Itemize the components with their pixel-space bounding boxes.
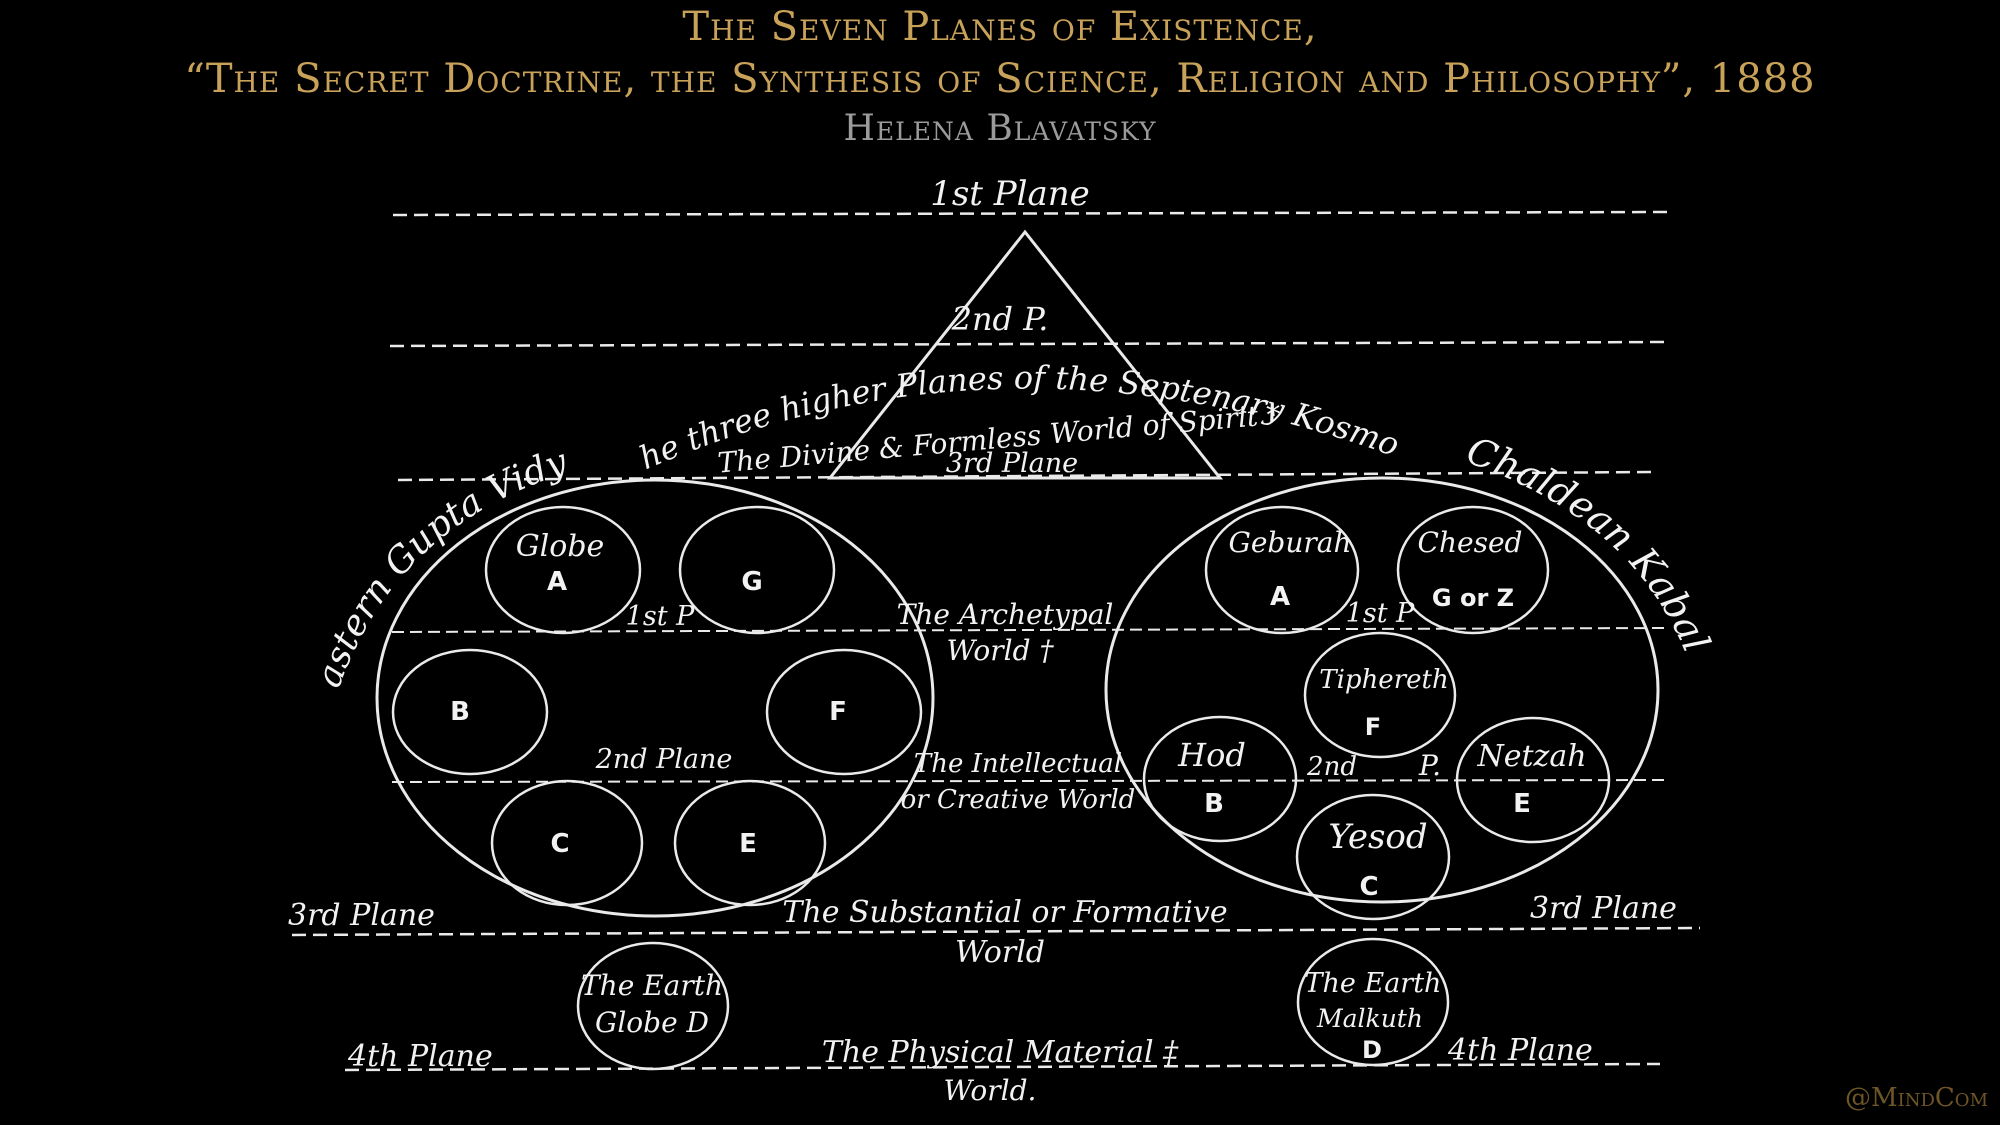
right-earth-globe: The Earth Malkuth D [1296, 937, 1450, 1067]
globe-b-letter: B [450, 697, 470, 727]
plane-1-line [392, 210, 1671, 217]
right-first-p-label: 1st P [1346, 598, 1415, 629]
plane-4-line [344, 1062, 1661, 1072]
physical-world-label: The Physical Material ‡ [822, 1035, 1179, 1070]
globe-a: Globe A [484, 505, 642, 635]
globe-g: G [678, 505, 836, 635]
right-third-plane-label: 3rd Plane [1530, 891, 1677, 926]
globe-e-circle [673, 779, 827, 907]
malkuth-letter: D [1362, 1036, 1382, 1064]
geburah-sephira: Geburah A [1204, 505, 1360, 635]
globe-c-letter: C [550, 829, 569, 859]
plane-3-top-label: 3rd Plane [946, 448, 1078, 479]
yesod-letter: C [1359, 872, 1378, 902]
tiphereth-label: Tiphereth [1319, 665, 1448, 695]
archetypal-world-label: The Archetypal [897, 598, 1114, 631]
geburah-circle [1204, 505, 1360, 635]
right-p-label: P. [1418, 749, 1441, 782]
globe-f-circle [765, 648, 923, 776]
intellectual-world-label-2: or Creative World [901, 785, 1136, 815]
left-earth-globe: The Earth Globe D [576, 941, 730, 1071]
globe-b: B [391, 648, 549, 776]
geburah-label: Geburah [1228, 526, 1351, 559]
author-name: Helena Blavatsky [843, 108, 1157, 149]
plane-1-label: 1st Plane [930, 174, 1090, 214]
globe-b-circle [391, 648, 549, 776]
chaldean-kabala-label: Chaldean Kabala [0, 0, 1718, 658]
globe-e: E [673, 779, 827, 907]
left-fourth-plane-label: 4th Plane [347, 1039, 493, 1074]
chesed-label: Chesed [1418, 526, 1523, 559]
plane-2-line [389, 340, 1669, 348]
plane-3-bottom-line [291, 926, 1701, 937]
globe-f-letter: F [829, 697, 847, 727]
globe-g-letter: G [741, 567, 762, 597]
globe-g-circle [678, 505, 836, 635]
globe-a-circle [484, 505, 642, 635]
left-earth-circle [576, 941, 730, 1071]
hod-circle [1142, 715, 1298, 843]
left-earth-globe-label: Globe D [595, 1006, 709, 1039]
yesod-label: Yesod [1328, 817, 1427, 857]
intellectual-line [391, 779, 1667, 783]
globe-a-letter: A [547, 567, 567, 597]
globe-c: C [490, 779, 644, 907]
globe-e-letter: E [739, 829, 757, 859]
netzah-letter: E [1513, 789, 1531, 819]
tiphereth-circle [1303, 631, 1457, 759]
yesod-circle [1295, 793, 1451, 921]
chaldean-kabala-text: Chaldean Kabala [0, 0, 1718, 658]
kabala-system-circle [1104, 476, 1660, 904]
left-second-plane-label: 2nd Plane [595, 744, 733, 775]
substantial-world-label: The Substantial or Formative [782, 895, 1227, 930]
left-earth-label: The Earth [581, 969, 723, 1002]
page-title: The Seven Planes of Existence, [682, 4, 1318, 50]
plane-3-top-line [397, 470, 1659, 482]
right-earth-label: The Earth [1305, 968, 1442, 999]
globe-c-circle [490, 779, 644, 907]
geburah-letter: A [1270, 582, 1290, 612]
right-fourth-plane-label: 4th Plane [1447, 1033, 1593, 1068]
netzah-sephira: Netzah E [1455, 716, 1611, 844]
watermark: @MindCom [1845, 1083, 1988, 1113]
right-second-label: 2nd [1306, 752, 1357, 782]
right-earth-circle [1296, 937, 1450, 1067]
page-subtitle: “The Secret Doctrine, the Synthesis of S… [184, 56, 1816, 102]
netzah-circle [1455, 716, 1611, 844]
chesed-circle [1396, 505, 1550, 635]
archetypal-line [391, 627, 1667, 633]
hod-letter: B [1204, 789, 1224, 819]
malkuth-label: Malkuth [1316, 1004, 1423, 1033]
plane-2-short-label: 2nd P. [951, 300, 1049, 338]
intellectual-world-label: The Intellectual [914, 749, 1122, 779]
tiphereth-sephira: Tiphereth F [1303, 631, 1457, 759]
tiphereth-letter: F [1365, 713, 1381, 741]
substantial-world-label-2: World [955, 935, 1045, 970]
hod-sephira: Hod B [1142, 715, 1298, 843]
hod-label: Hod [1177, 736, 1246, 774]
eastern-system-circle [375, 478, 935, 918]
netzah-label: Netzah [1476, 739, 1586, 774]
chesed-sephira: Chesed G or Z [1396, 505, 1550, 635]
left-third-plane-label: 3rd Plane [288, 898, 435, 933]
physical-world-label-2: World. [944, 1074, 1037, 1107]
archetypal-world-label-2: World † [947, 634, 1055, 667]
spirit-triangle [826, 229, 1224, 480]
chesed-letter: G or Z [1432, 584, 1514, 612]
globe-f: F [765, 648, 923, 776]
left-first-p-label: 1st P [626, 601, 695, 632]
yesod-sephira: Yesod C [1295, 793, 1451, 921]
globe-a-label: Globe [516, 529, 605, 564]
